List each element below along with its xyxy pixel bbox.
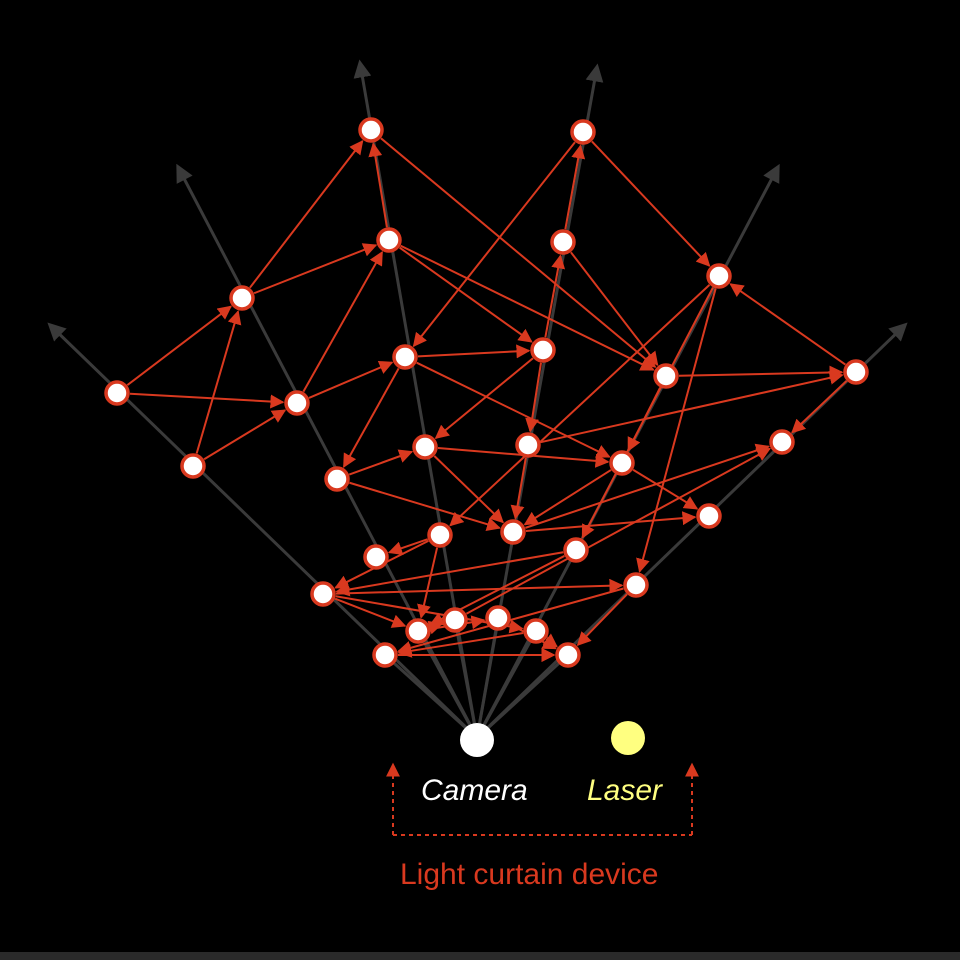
edge-n29-n23	[465, 447, 771, 615]
edge-n15-n22	[433, 455, 504, 524]
edge-n12-n14	[417, 344, 531, 359]
node-n13	[550, 229, 576, 255]
edge-n02-n06	[203, 409, 287, 461]
node-n19	[609, 450, 635, 476]
edge-n20-n23	[791, 380, 848, 434]
edge-n30-n29	[427, 620, 443, 635]
node-n20	[843, 359, 869, 385]
light-curtain-device-label: Light curtain device	[400, 858, 659, 891]
edge-n14-n13	[544, 254, 566, 338]
node-n30	[405, 618, 431, 644]
curtain-edges	[126, 137, 848, 662]
node-n34	[372, 642, 398, 668]
camera-near-ray-1	[383, 653, 479, 740]
edge-n22-n23	[525, 443, 771, 529]
edge-n14-n18	[525, 362, 542, 433]
node-n01	[104, 380, 130, 406]
edge-n10-n12	[412, 141, 576, 348]
edge-n01-n06	[129, 392, 285, 409]
node-n21	[696, 503, 722, 529]
device-bracket	[386, 762, 699, 836]
camera-label: Camera	[421, 774, 528, 807]
edge-n20-n11	[729, 283, 846, 366]
node-n18	[515, 432, 541, 458]
laser-label: Laser	[587, 774, 663, 807]
edge-n04-n09	[253, 243, 378, 295]
camera-near-ray-5	[475, 630, 538, 739]
edge-n02-n04	[195, 310, 242, 454]
node-n25	[363, 544, 389, 570]
camera-rays	[47, 59, 908, 740]
edge-n28-n30	[334, 597, 407, 628]
node-n27	[623, 572, 649, 598]
node-n24	[427, 522, 453, 548]
node-n15	[412, 434, 438, 460]
curtain-nodes	[104, 117, 869, 668]
edge-n10-n11	[591, 140, 711, 267]
node-n29	[442, 607, 468, 633]
edge-n11-n27	[636, 288, 717, 573]
edge-n18-n20	[540, 370, 844, 444]
node-n23	[769, 429, 795, 455]
edge-n24-n30	[417, 547, 439, 619]
laser-dot	[611, 721, 645, 755]
edge-n19-n21	[632, 468, 699, 510]
bottom-bar	[0, 952, 960, 960]
edge-n33-n34	[397, 632, 524, 658]
edge-n12-n19	[416, 361, 611, 458]
node-n03	[376, 227, 402, 253]
edge-n11-n24	[449, 284, 711, 527]
edge-n28-n27	[335, 578, 624, 595]
node-n16	[653, 363, 679, 389]
edge-n24-n25	[387, 538, 429, 555]
edge-n22-n21	[525, 511, 697, 532]
node-n17	[324, 466, 350, 492]
node-n08	[358, 117, 384, 143]
node-n04	[229, 285, 255, 311]
node-n22	[500, 519, 526, 545]
node-n26	[563, 537, 589, 563]
edge-n27-n32	[576, 593, 628, 646]
edge-n08-n16	[380, 137, 657, 368]
camera-near-ray-3	[453, 619, 479, 739]
edge-n26-n28	[335, 551, 564, 597]
edge-n17-n15	[348, 449, 414, 476]
edge-n18-n22	[510, 457, 527, 520]
edge-n04-n08	[249, 139, 364, 289]
node-n05	[706, 263, 732, 289]
node-n14	[530, 337, 556, 363]
edge-n17-n22	[349, 481, 501, 532]
edge-n09-n16	[400, 244, 655, 371]
node-n02	[180, 453, 206, 479]
edge-n14-n15	[434, 357, 534, 439]
node-n12	[392, 344, 418, 370]
node-n31	[485, 605, 511, 631]
node-n10	[570, 119, 596, 145]
node-n28	[310, 581, 336, 607]
edge-n09-n14	[398, 246, 533, 343]
node-n33	[523, 618, 549, 644]
edge-n01-n04	[126, 305, 232, 386]
edge-n19-n22	[523, 469, 612, 526]
edge-n11-n26	[581, 287, 714, 539]
edge-n12-n17	[342, 367, 400, 468]
edge-n16-n20	[678, 365, 844, 380]
camera-dot	[460, 723, 494, 757]
edge-n27-n34	[397, 587, 624, 655]
edge-n13-n10	[564, 144, 586, 230]
edge-n09-n08	[368, 142, 388, 228]
edge-n06-n12	[308, 360, 394, 399]
edge-n06-n09	[302, 250, 383, 393]
node-n06	[284, 390, 310, 416]
node-n32	[555, 642, 581, 668]
camera-near-ray-6	[475, 653, 570, 740]
